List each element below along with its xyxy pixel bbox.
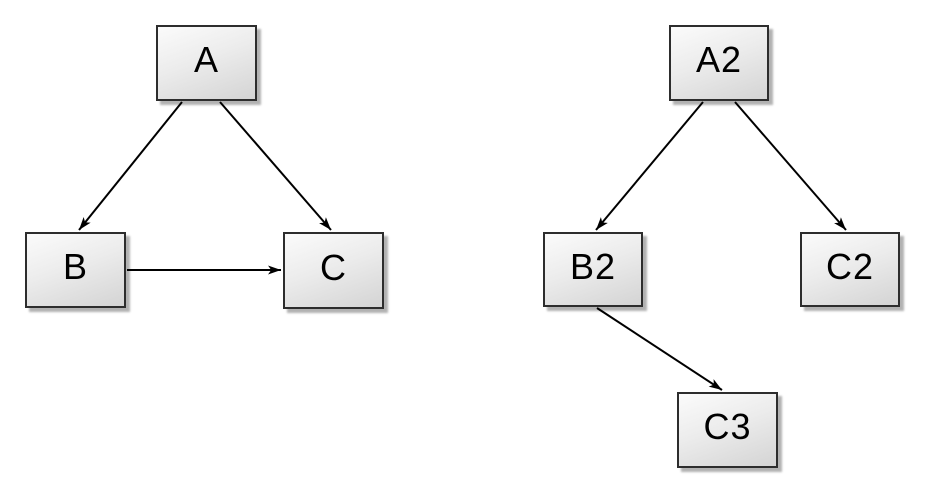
node-label: B2 <box>569 245 617 287</box>
node-label: B <box>62 246 88 287</box>
node-c[interactable]: C <box>283 232 384 309</box>
node-label: A2 <box>695 39 743 80</box>
node-b[interactable]: B <box>25 232 126 308</box>
edge-a2-c2 <box>734 101 847 231</box>
node-label: A <box>193 39 219 80</box>
edges-group <box>78 101 847 391</box>
edge-b2-c3 <box>596 307 723 391</box>
node-c2[interactable]: C2 <box>800 232 900 307</box>
node-a[interactable]: A <box>156 25 257 101</box>
edge-a2-b2 <box>595 101 704 231</box>
node-b2[interactable]: B2 <box>543 232 643 307</box>
node-label: C2 <box>825 245 875 287</box>
edge-a-b <box>78 101 183 231</box>
node-label: C3 <box>703 406 752 447</box>
edge-a-c <box>219 101 332 231</box>
node-label: C <box>320 246 347 288</box>
node-c3[interactable]: C3 <box>677 392 778 468</box>
node-a2[interactable]: A2 <box>669 25 769 101</box>
